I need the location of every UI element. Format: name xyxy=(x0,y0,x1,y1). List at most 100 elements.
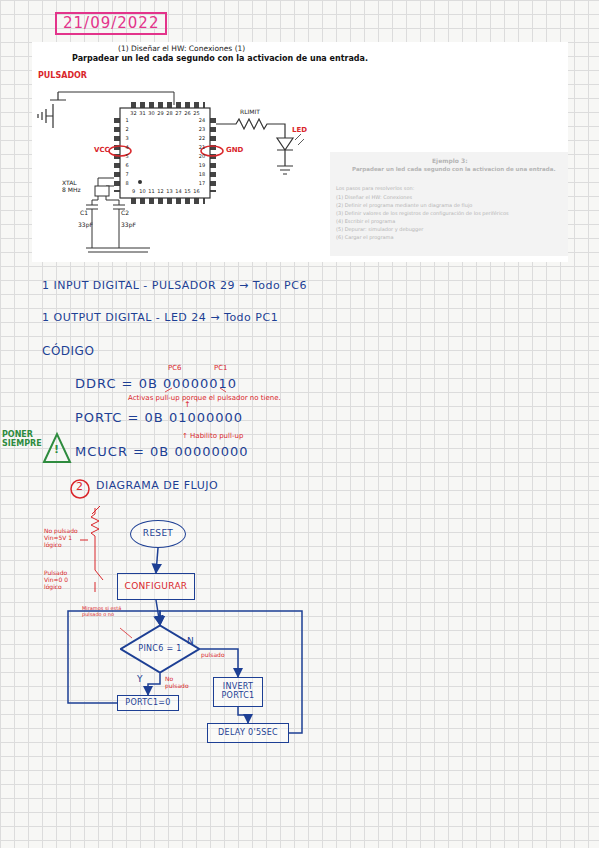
pin-number: 23 xyxy=(199,127,205,133)
chip-pins-bottom xyxy=(131,198,205,204)
switch-symbol xyxy=(38,92,66,128)
decision-diamond: PINC6 = 1 xyxy=(120,625,200,673)
step-number: 2 xyxy=(76,481,83,494)
slide-subtitle: (1) Diseñar el HW: Conexiones (1) xyxy=(118,45,245,54)
faded-step: (1) Diseñar el HW: Conexiones xyxy=(336,195,412,201)
margin-note: Activas pull-up porque el pulsador no ti… xyxy=(128,394,281,402)
flow-connector xyxy=(148,673,160,695)
pin-number: 25 xyxy=(193,111,199,117)
edge-label: N xyxy=(187,636,194,646)
branch-note: No pulsado xyxy=(165,676,197,690)
chip-pin1-dot xyxy=(138,180,142,184)
terminal-node: RESET xyxy=(130,520,186,548)
component-name: C2 xyxy=(121,210,129,217)
led-rays xyxy=(295,134,304,145)
node-text: CONFIGURAR xyxy=(125,582,188,592)
pin-number: 13 xyxy=(166,189,172,195)
pin-number: 22 xyxy=(199,136,205,142)
pin-number: 28 xyxy=(166,111,172,117)
slide-title: Parpadear un led cada segundo con la act… xyxy=(72,54,368,63)
pin-number: 20 xyxy=(199,154,205,160)
faded-text: Los pasos para resolverlos son: xyxy=(336,186,414,192)
component-name: RLIMIT xyxy=(240,109,260,116)
warning-triangle xyxy=(44,434,70,462)
margin-note: Pulsado Vin=0 0 lógico xyxy=(44,570,84,591)
date-title: 21/09/2022 xyxy=(55,12,167,35)
code-line: DDRC = 0B 00000010 xyxy=(75,377,237,392)
warning-note: PONER SIEMPRE xyxy=(2,430,46,448)
branch-note: pulsado xyxy=(201,652,225,659)
chip-body xyxy=(120,108,210,198)
faded-step: (2) Definir el programa mediante un diag… xyxy=(336,203,472,209)
process-box: PORTC1=0 xyxy=(117,695,179,711)
faded-heading: Parpadear un led cada segundo con la act… xyxy=(352,166,556,172)
pin-number: 1 xyxy=(125,118,128,124)
screenshot-panel xyxy=(32,42,568,262)
margin-note: ↑ Habilito pull-up xyxy=(182,432,243,440)
component-name: XTAL 8 MHz xyxy=(62,180,82,194)
margin-note: Miramos si está pulsado o no xyxy=(82,606,122,618)
pin-number: 17 xyxy=(199,181,205,187)
pin-number: 11 xyxy=(148,189,154,195)
pin-number: 4 xyxy=(125,145,128,151)
pin-number: 7 xyxy=(125,172,128,178)
note-line: 1 OUTPUT DIGITAL - LED 24 → Todo PC1 xyxy=(42,312,278,325)
component-name: PULSADOR xyxy=(38,71,87,80)
signal-name: GND xyxy=(226,146,243,154)
faded-heading: Ejemplo 3: xyxy=(432,158,468,165)
pin-number: 30 xyxy=(148,111,154,117)
pin-number: 16 xyxy=(193,189,199,195)
bit-note: PC1 xyxy=(214,364,228,372)
pin-number: 10 xyxy=(139,189,145,195)
pin-number: 29 xyxy=(157,111,163,117)
note-leader xyxy=(120,628,132,638)
pin-number: 9 xyxy=(132,189,135,195)
pullup-vcc-mark xyxy=(92,506,100,514)
flow-connector xyxy=(160,611,302,733)
flow-connector xyxy=(156,600,160,625)
code-line: MCUCR = 0B 00000000 xyxy=(75,445,249,460)
faded-step: (4) Escribir el programa xyxy=(336,219,395,225)
bit-note: PC6 xyxy=(168,364,182,372)
bit-note: ↑ xyxy=(184,400,191,409)
flow-connector xyxy=(156,548,158,573)
crystal-symbol xyxy=(95,186,109,196)
component-value: 33pF xyxy=(78,222,93,229)
pin-number: 27 xyxy=(175,111,181,117)
margin-note: No pulsado Vin=5V 1 lógico xyxy=(44,528,86,549)
pin-number: 19 xyxy=(199,163,205,169)
faded-step: (6) Cargar el programa xyxy=(336,235,394,241)
node-text: PORTC1=0 xyxy=(125,699,170,708)
edge-label: Y xyxy=(137,674,143,684)
pullup-sketch xyxy=(80,508,103,592)
capacitor-symbol xyxy=(86,205,150,252)
step-circle xyxy=(71,480,89,498)
pin-number: 31 xyxy=(139,111,145,117)
pin-number: 3 xyxy=(125,136,128,142)
flow-connector xyxy=(200,649,238,677)
node-text: INVERT PORTC1 xyxy=(217,683,259,701)
node-text: PINC6 = 1 xyxy=(138,645,181,654)
signal-name: VCC xyxy=(94,146,110,154)
process-box: INVERT PORTC1 xyxy=(213,677,263,707)
diamond-shape xyxy=(121,625,199,672)
component-name: LED xyxy=(292,126,307,134)
resistor-symbol xyxy=(216,119,285,138)
crystal-wire xyxy=(92,178,119,205)
process-box: DELAY 0'5SEC xyxy=(207,723,289,743)
pin-number: 14 xyxy=(175,189,181,195)
node-text: RESET xyxy=(143,529,173,539)
pin-number: 2 xyxy=(125,127,128,133)
faded-slide-panel xyxy=(330,152,568,256)
section-heading: DIAGRAMA DE FLUJO xyxy=(96,480,218,493)
process-box: CONFIGURAR xyxy=(117,573,195,600)
pin-number: 21 xyxy=(199,145,205,151)
pin-number: 6 xyxy=(125,163,128,169)
code-line: PORTC = 0B 01000000 xyxy=(75,411,243,426)
component-name: C1 xyxy=(80,210,88,217)
pin-number: 12 xyxy=(157,189,163,195)
pin-number: 5 xyxy=(125,154,128,160)
note-line: 1 INPUT DIGITAL - PULSADOR 29 → Todo PC6 xyxy=(42,280,307,293)
warning-mark: ! xyxy=(54,444,59,457)
